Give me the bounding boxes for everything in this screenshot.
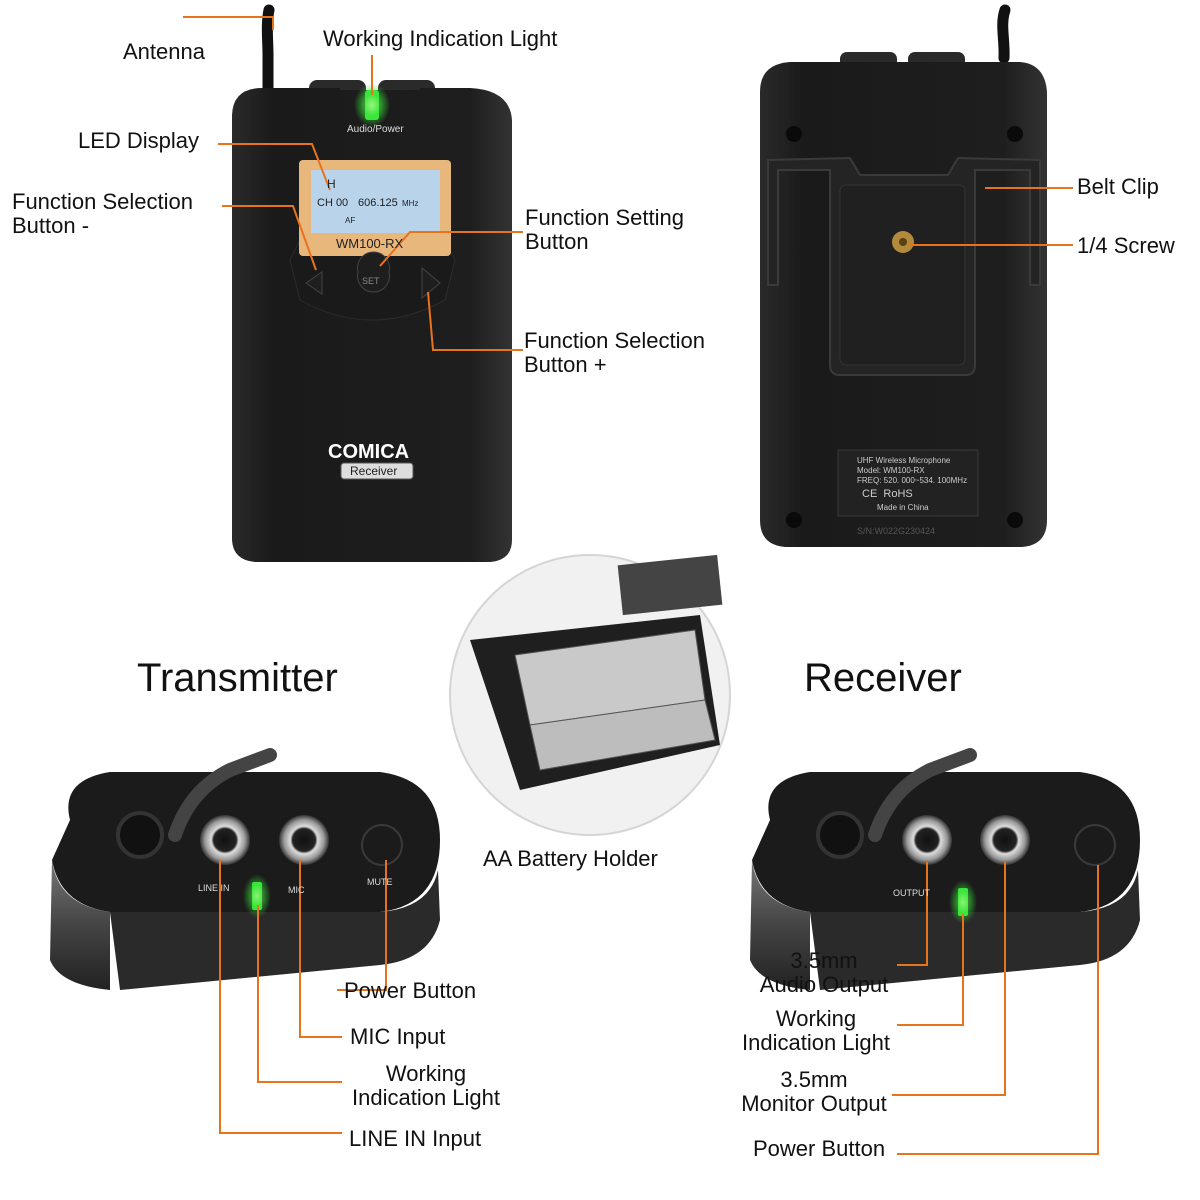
label-tx-mic: MIC Input bbox=[350, 1024, 446, 1049]
heading-transmitter: Transmitter bbox=[137, 656, 338, 700]
label-working-light-top: Working Indication Light bbox=[323, 26, 558, 51]
brand-logo: COMICA bbox=[328, 441, 410, 463]
heading-receiver: Receiver bbox=[804, 656, 962, 700]
back-label-5: Made in China bbox=[877, 503, 929, 512]
label-rx-light: Working Indication Light bbox=[742, 1006, 890, 1055]
label-fn-set: Function Setting Button bbox=[525, 205, 684, 254]
label-belt-clip: Belt Clip bbox=[1077, 174, 1159, 199]
label-fn-minus: Function Selection Button - bbox=[12, 189, 193, 238]
label-tx-light: Working Indication Light bbox=[352, 1061, 500, 1110]
battery-holder-photo bbox=[449, 554, 731, 836]
role-label: Receiver bbox=[350, 464, 398, 478]
tx-mute-label: MUTE bbox=[367, 877, 393, 887]
leader-lines bbox=[183, 16, 1099, 1155]
rx-output-port-label: OUTPUT bbox=[893, 888, 930, 898]
label-tx-power: Power Button bbox=[344, 978, 477, 1003]
lcd-antenna-text: H bbox=[327, 177, 336, 191]
leader-fn-plus bbox=[427, 291, 523, 351]
label-fn-plus: Function Selection Button + bbox=[524, 328, 705, 377]
leader-tx-mic bbox=[299, 860, 342, 1038]
leader-tx-line bbox=[219, 860, 342, 1134]
leader-rx-power bbox=[897, 865, 1099, 1155]
lcd-unit: MHz bbox=[402, 199, 419, 208]
leader-tx-power bbox=[337, 860, 387, 991]
label-led-display: LED Display bbox=[78, 128, 200, 153]
leader-fn-set bbox=[379, 231, 523, 267]
leader-tx-light bbox=[257, 905, 342, 1083]
lcd-screen bbox=[311, 170, 440, 233]
leader-fn-minus bbox=[222, 205, 317, 271]
leader-rx-light bbox=[897, 914, 964, 1026]
label-rx-monitor: 3.5mm Monitor Output bbox=[741, 1067, 887, 1116]
back-label-2: Model: WM100-RX bbox=[857, 466, 925, 475]
antenna-wire bbox=[261, 4, 275, 98]
model-label: WM100-RX bbox=[336, 236, 404, 251]
set-button[interactable]: SET bbox=[362, 276, 380, 286]
front-top-label: Audio/Power bbox=[347, 124, 404, 135]
tx-line-in-port-label: LINE IN bbox=[198, 883, 230, 893]
back-label-3: FREQ: 520. 000~534. 100MHz bbox=[857, 476, 968, 485]
transmitter-top-device bbox=[50, 748, 440, 990]
leader-antenna bbox=[183, 16, 274, 30]
tx-mic-port-label: MIC bbox=[288, 885, 305, 895]
label-rx-audio: 3.5mm Audio Output bbox=[759, 948, 889, 997]
back-label-4: CE RoHS bbox=[862, 488, 913, 500]
label-rx-power: Power Button bbox=[753, 1136, 886, 1161]
lcd-af: AF bbox=[345, 216, 356, 225]
label-screw: 1/4 Screw bbox=[1077, 233, 1175, 258]
receiver-top-device bbox=[750, 748, 1140, 990]
receiver-back-device bbox=[760, 4, 1047, 547]
label-antenna: Antenna bbox=[123, 39, 205, 64]
leader-led-display bbox=[218, 143, 331, 191]
label-tx-line-in: LINE IN Input bbox=[349, 1126, 482, 1151]
lcd-channel: CH 00 bbox=[317, 197, 349, 209]
receiver-body bbox=[232, 88, 512, 562]
back-label-1: UHF Wireless Microphone bbox=[857, 456, 951, 465]
lcd-frequency: 606.125 bbox=[358, 197, 398, 209]
leader-rx-monitor bbox=[892, 862, 1006, 1096]
label-battery-holder: AA Battery Holder bbox=[483, 846, 658, 871]
back-serial: S/N:W022G230424 bbox=[857, 526, 936, 536]
leader-rx-audio bbox=[897, 862, 928, 966]
